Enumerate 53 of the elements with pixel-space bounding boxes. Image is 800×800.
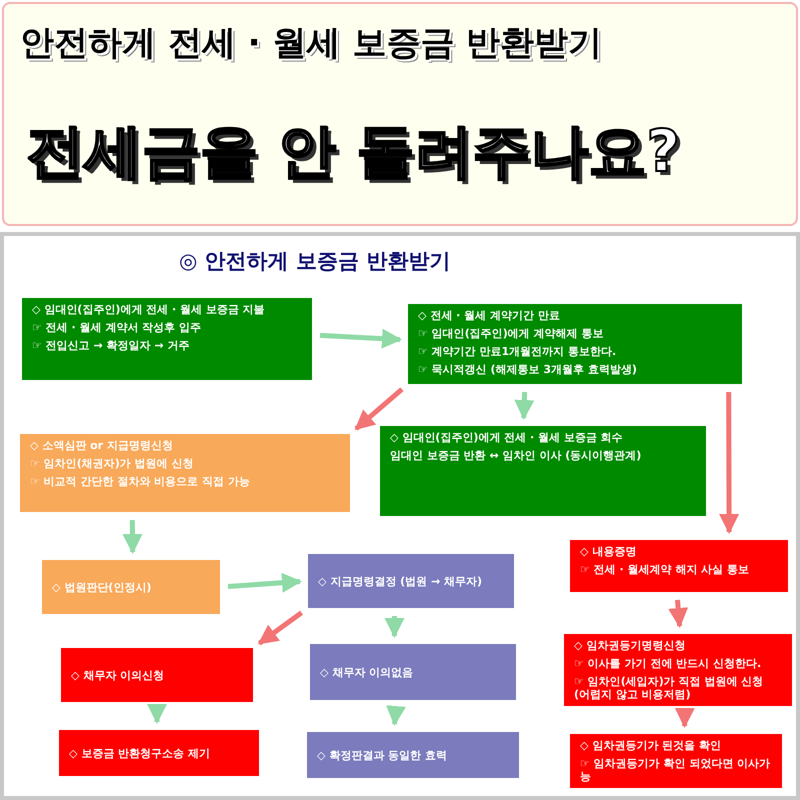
arrow bbox=[354, 387, 404, 431]
box-text: ☞ 임대인(집주인)에게 계약해제 통보 bbox=[418, 327, 604, 340]
box-text: ☞ 비교적 간단한 절차와 비용으로 직접 가능 bbox=[30, 475, 251, 488]
box-text: ◇ 지급명령결정 (법원 → 채무자) bbox=[318, 574, 484, 588]
box-text: ☞ 이사를 가기 전에 반드시 신청한다. bbox=[574, 657, 762, 670]
process-box bbox=[310, 644, 516, 700]
banner-title: 안전하게 전세 · 월세 보증금 반환받기 bbox=[20, 22, 602, 65]
process-box bbox=[308, 554, 514, 608]
process-box bbox=[59, 730, 259, 776]
arrow bbox=[386, 705, 406, 726]
box-text: ◇ 임대인(집주인)에게 전세 · 월세 보증금 회수 bbox=[390, 431, 624, 444]
process-box bbox=[61, 648, 253, 702]
box-text: ◇ 채무자 이의없음 bbox=[320, 666, 414, 678]
arrow bbox=[258, 610, 303, 646]
process-box bbox=[564, 634, 792, 706]
arrow bbox=[668, 600, 688, 628]
box-text: 임대인 보증금 반환 ↔ 임차인 이사 (동시이행관계) bbox=[390, 449, 642, 462]
box-text: ☞ 계약기간 만료1개월전까지 통보한다. bbox=[418, 345, 618, 358]
arrow bbox=[514, 392, 534, 420]
arrow bbox=[122, 520, 142, 554]
box-text: ☞ 전세 · 월세계약 해지 사실 통보 bbox=[580, 563, 750, 576]
process-box bbox=[42, 560, 220, 614]
box-text: ☞ 임차권등기가 확인 되었다면 이사가능 bbox=[580, 757, 772, 783]
box-text: ◇ 임차권등기명령신청 bbox=[574, 639, 686, 652]
process-box bbox=[570, 540, 788, 592]
process-box bbox=[570, 734, 782, 788]
box-text: ◇ 확정판결과 동일한 효력 bbox=[317, 748, 448, 762]
box-text: ☞ 묵시적갱신 (해제통보 3개월후 효력발생) bbox=[418, 363, 638, 376]
box-text: ☞ 전입신고 → 확정일자 → 거주 bbox=[32, 339, 190, 352]
process-box bbox=[307, 732, 519, 778]
box-text: ◇ 내용증명 bbox=[580, 545, 638, 558]
box-text: ☞ 임차인(세입자)가 직접 법원에 신청 (어렵지 않고 비용저렴) bbox=[574, 675, 764, 701]
box-text: ◇ 소액심판 or 지급명령신청 bbox=[30, 439, 174, 452]
box-text: ◇ 법원판단(인정시) bbox=[52, 580, 152, 594]
arrow bbox=[384, 616, 404, 638]
box-text: ◇ 임대인(집주인)에게 전세 · 월세 보증금 지불 bbox=[32, 303, 266, 316]
process-box bbox=[380, 426, 706, 516]
process-box bbox=[22, 298, 312, 380]
arrow bbox=[674, 708, 695, 728]
diagram-heading: ◎ 안전하게 보증금 반환받기 bbox=[179, 248, 450, 275]
box-text: ☞ 전세 · 월세 계약서 작성후 입주 bbox=[32, 321, 202, 334]
arrow bbox=[719, 392, 740, 534]
arrow bbox=[320, 328, 402, 349]
arrow bbox=[228, 572, 302, 593]
box-text: ☞ 임차인(채권자)가 법원에 신청 bbox=[30, 457, 194, 470]
arrow bbox=[147, 704, 167, 724]
box-text: ◇ 임차권등기가 된것을 확인 bbox=[580, 739, 722, 752]
banner-headline: 전세금을 안 돌려주나요? bbox=[26, 116, 680, 187]
box-text: ◇ 전세 · 월세 계약기간 만료 bbox=[418, 309, 561, 322]
box-text: ◇ 채무자 이의신청 bbox=[71, 668, 166, 682]
process-box bbox=[408, 304, 742, 384]
box-text: ◇ 보증금 반환청구소송 제기 bbox=[69, 746, 211, 760]
process-box bbox=[20, 434, 350, 512]
